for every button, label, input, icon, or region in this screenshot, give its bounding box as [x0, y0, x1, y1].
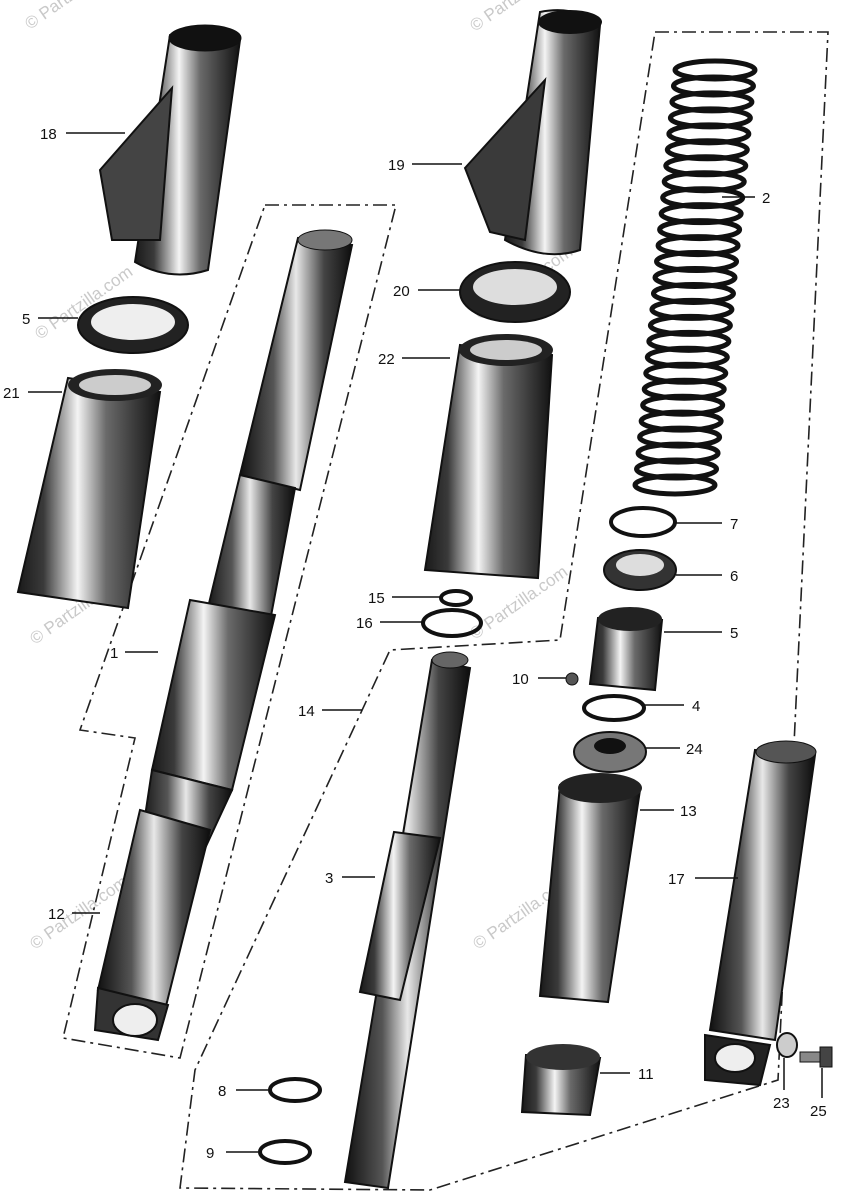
callout-12: 12 [48, 906, 65, 923]
callout-20: 20 [393, 283, 410, 300]
callout-18: 18 [40, 126, 57, 143]
lower-cover-22 [423, 334, 554, 580]
callout-10: 10 [512, 671, 529, 688]
callout-labels: 18 5 21 1 12 19 20 22 15 16 14 3 10 8 9 … [3, 126, 827, 1162]
leader-lines [28, 132, 823, 1153]
callout-24: 24 [686, 741, 703, 758]
callout-2: 2 [762, 190, 770, 207]
ring-15 [439, 589, 473, 607]
snap-ring-4 [582, 694, 646, 722]
callout-8: 8 [218, 1083, 226, 1100]
collar-6 [603, 549, 677, 591]
bushing-11 [520, 1044, 602, 1117]
fork-cover-19 [463, 9, 602, 256]
fork-cover-18 [98, 24, 242, 276]
lower-sleeve-13 [538, 773, 642, 1004]
callout-5-right: 5 [730, 625, 738, 642]
bolt-25 [799, 1046, 833, 1068]
pin-10 [565, 672, 579, 686]
seal-ring-5-left [77, 296, 189, 354]
callout-5-left: 5 [22, 311, 30, 328]
fork-assembly-1 [93, 229, 354, 1042]
callout-16: 16 [356, 615, 373, 632]
ring-7 [609, 506, 677, 538]
watermark: © Partzilla.com [21, 0, 126, 33]
ring-16 [421, 608, 483, 638]
callout-7: 7 [730, 516, 738, 533]
washer-23 [776, 1032, 798, 1058]
callout-23: 23 [773, 1095, 790, 1112]
callout-11: 11 [638, 1066, 654, 1083]
callout-6: 6 [730, 568, 738, 585]
bottom-case-17 [704, 740, 817, 1087]
callout-17: 17 [668, 871, 685, 888]
callout-14: 14 [298, 703, 315, 720]
callout-21: 21 [3, 385, 20, 402]
callout-15: 15 [368, 590, 385, 607]
fork-spring-2 [632, 58, 758, 497]
clip-8 [268, 1077, 322, 1103]
callout-9: 9 [206, 1145, 214, 1162]
callout-13: 13 [680, 803, 697, 820]
assembly-outline-left [62, 204, 398, 1059]
callout-22: 22 [378, 351, 395, 368]
callout-4: 4 [692, 698, 700, 715]
clip-9 [258, 1139, 312, 1165]
callout-1: 1 [110, 645, 118, 662]
spring-coil [632, 473, 718, 497]
callout-19: 19 [388, 157, 405, 174]
callout-25: 25 [810, 1103, 827, 1120]
assembly-outline-right [179, 31, 829, 1191]
washer-24 [573, 731, 647, 773]
callout-3: 3 [325, 870, 333, 887]
seal-ring-20 [459, 261, 571, 323]
fork-pipe-3 [343, 651, 472, 1190]
lower-cover-21 [16, 369, 162, 610]
sleeve-5-right [588, 607, 664, 692]
